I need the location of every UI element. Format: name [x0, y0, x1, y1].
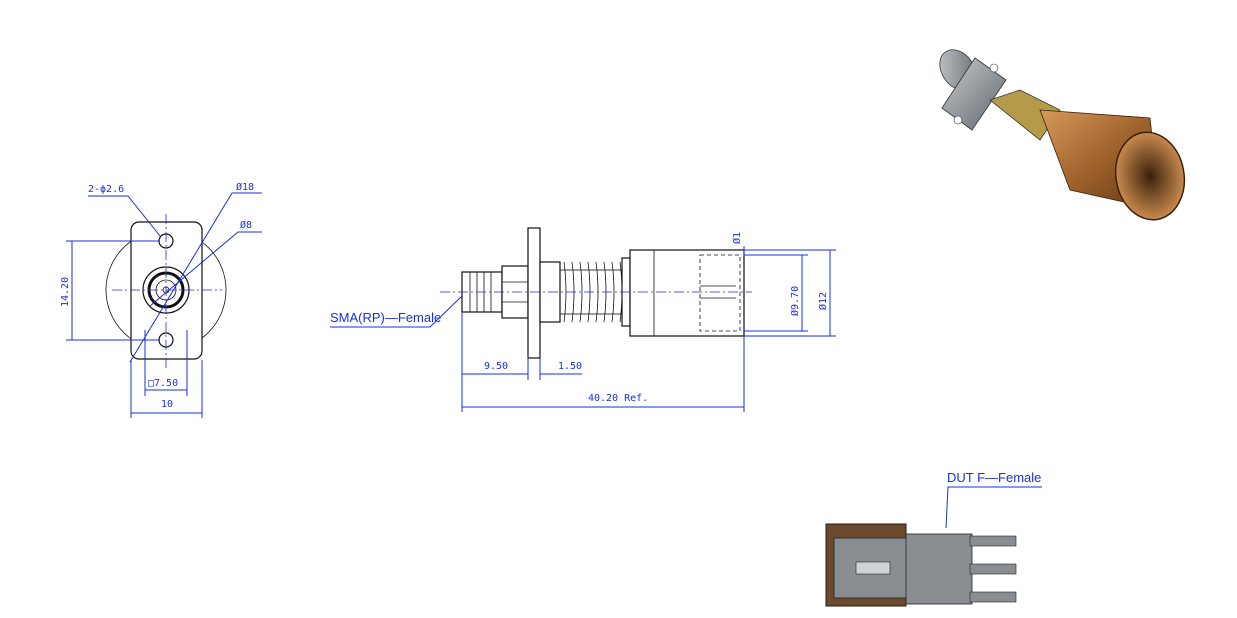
dut-lead-2 — [969, 563, 1017, 575]
len-a-label: 9.50 — [484, 361, 508, 372]
total-len-label: 40.20 Ref. — [588, 393, 648, 404]
flange-side — [527, 227, 541, 359]
inner-dia-label: Ø8 — [240, 219, 252, 231]
pin-dia-label: Ø1 — [731, 232, 743, 244]
side-view: SMA(RP)—Female Ø1 Ø9.70 Ø12 9.50 1.50 40… — [330, 227, 836, 412]
sleeve-body — [629, 249, 745, 337]
square-label: □7.50 — [148, 378, 178, 389]
front-view: 2-ϕ2.6 Ø18 Ø8 14.20 □7.50 10 — [60, 181, 262, 418]
dut-lead-1 — [969, 535, 1017, 547]
hole-dia-label: 2-ϕ2.6 — [88, 184, 124, 195]
len-b-label: 1.50 — [558, 361, 582, 372]
body-dia-label: Ø12 — [817, 292, 829, 310]
dut-callout-label: DUT F—Female — [947, 470, 1041, 485]
bore-dia-label: Ø9.70 — [789, 286, 801, 316]
dut-view: DUT F—Female — [825, 470, 1042, 607]
dut-pin — [855, 561, 891, 575]
iso-hole-1 — [953, 115, 963, 125]
outer-dia-label: Ø18 — [236, 181, 254, 193]
width-label: 10 — [161, 399, 173, 410]
dut-base — [905, 533, 973, 605]
iso-spring — [989, 89, 1061, 141]
dut-callout-leader — [945, 486, 1042, 529]
sma-callout-leader — [330, 295, 463, 328]
sleeve-bore-hidden — [699, 254, 741, 332]
hole-dia-leader — [88, 195, 161, 237]
inner-dia-leader — [149, 231, 262, 307]
iso-sleeve-opening — [1114, 131, 1186, 221]
iso-hole-2 — [989, 63, 999, 73]
outer-dia-leader — [129, 192, 262, 363]
dut-lead-3 — [969, 591, 1017, 603]
sma-callout-label: SMA(RP)—Female — [330, 310, 441, 325]
height-label: 14.20 — [60, 277, 71, 307]
iso-flange — [941, 57, 1007, 131]
isometric-view — [939, 49, 1186, 221]
